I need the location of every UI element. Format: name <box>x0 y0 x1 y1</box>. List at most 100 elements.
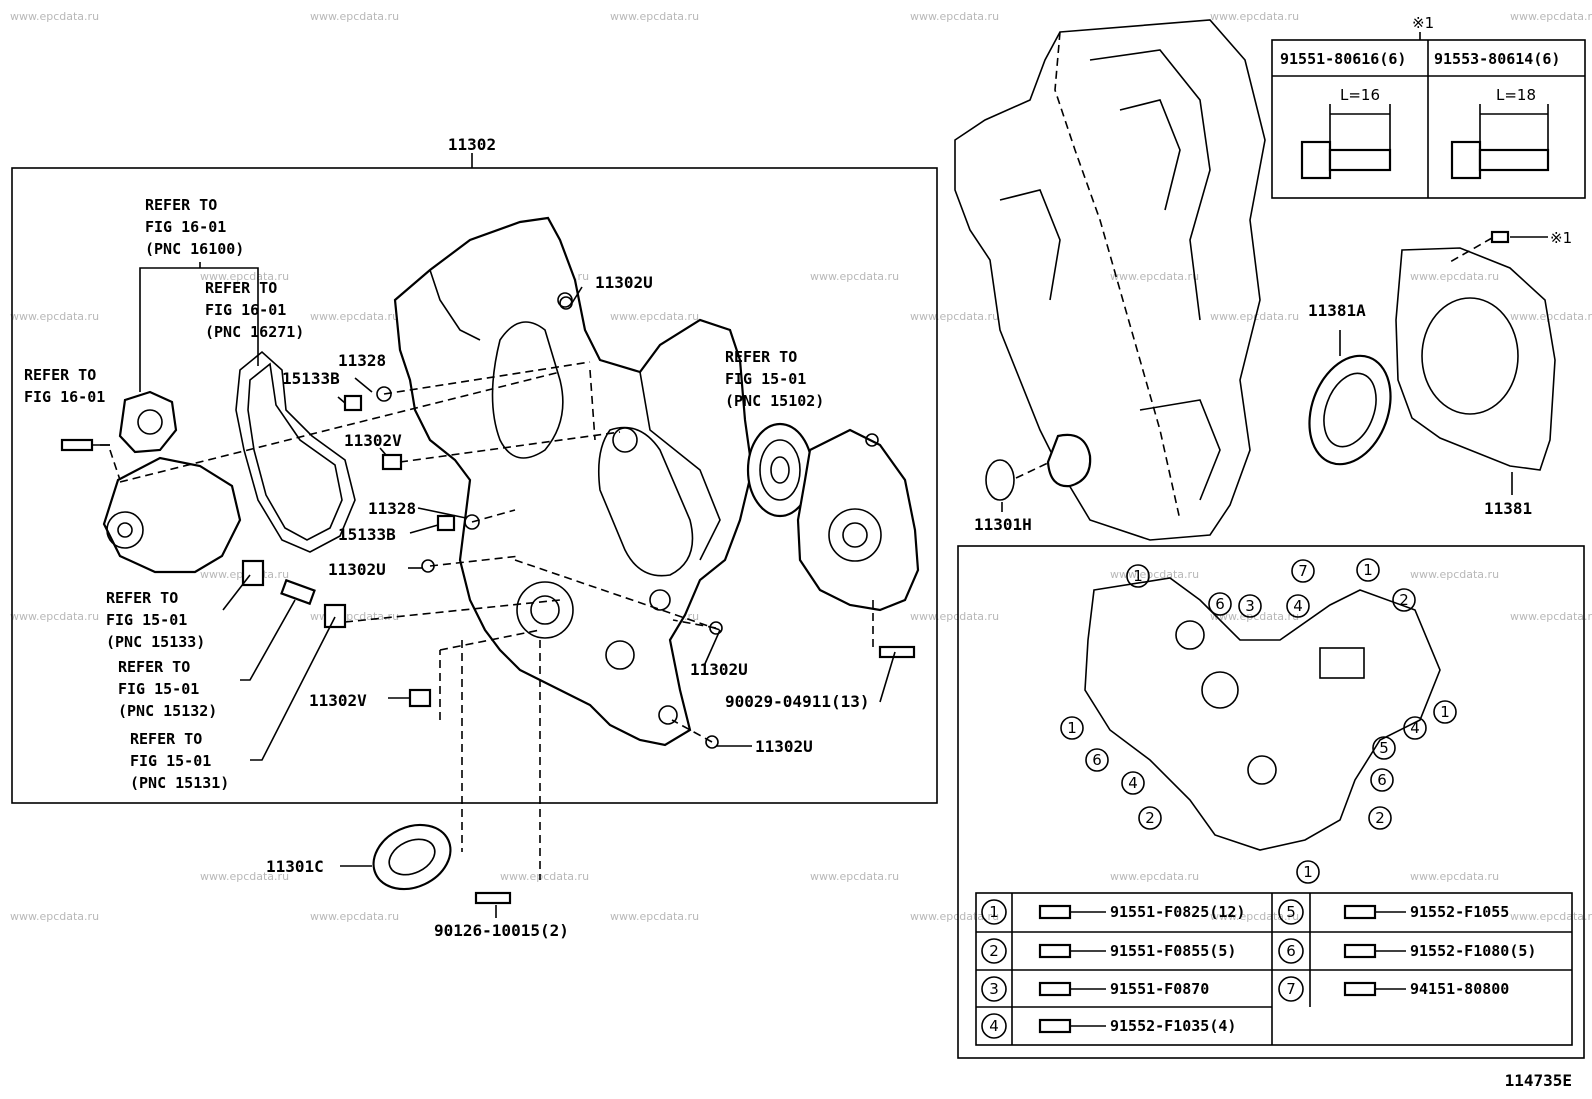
legend-part-number[interactable]: 91552-F1035(4) <box>1110 1017 1236 1035</box>
callout-circle[interactable] <box>1286 594 1310 618</box>
label-11302U-mid[interactable]: 11302U <box>328 560 386 579</box>
callout-circle[interactable] <box>1060 716 1084 740</box>
label-90029[interactable]: 90029-04911(13) <box>725 692 870 711</box>
label-11302V-b[interactable]: 11302V <box>309 691 367 710</box>
callout-circle[interactable] <box>1208 592 1232 616</box>
ref-15102-line1[interactable]: REFER TO <box>725 348 797 366</box>
ref-15133-line2[interactable]: FIG 15-01 <box>106 611 187 629</box>
callout-circle[interactable] <box>1403 716 1427 740</box>
watermark: www.epcdata.ru <box>1410 568 1499 581</box>
label-11301C[interactable]: 11301C <box>266 857 324 876</box>
legend-callout-number: 3 <box>989 980 999 998</box>
bolt-90029 <box>878 645 916 659</box>
label-11302V-a[interactable]: 11302V <box>344 431 402 450</box>
callout-circle[interactable] <box>1121 771 1145 795</box>
callout-circle[interactable] <box>1370 768 1394 792</box>
ref-16100-line3[interactable]: (PNC 16100) <box>145 240 244 258</box>
ref-15132-line1[interactable]: REFER TO <box>118 658 190 676</box>
bolt-table-length-1: L=16 <box>1340 86 1380 104</box>
ref-15131-line2[interactable]: FIG 15-01 <box>130 752 211 770</box>
legend-part-number[interactable]: 91551-F0870 <box>1110 980 1209 998</box>
ref-15131-line1[interactable]: REFER TO <box>130 730 202 748</box>
seal-11301H <box>985 459 1015 501</box>
legend-callout-circle <box>981 899 1007 925</box>
label-11381A[interactable]: 11381A <box>1308 301 1366 320</box>
legend-callout-circle <box>981 938 1007 964</box>
ref-16271-line3[interactable]: (PNC 16271) <box>205 323 304 341</box>
ref-16100-line1[interactable]: REFER TO <box>145 196 217 214</box>
callout-circle[interactable] <box>1356 558 1380 582</box>
seal-11381A <box>1308 354 1392 466</box>
ref-wp-bolt-line1[interactable]: REFER TO <box>24 366 96 384</box>
callout-number: 1 <box>1067 719 1077 737</box>
watermark: www.epcdata.ru <box>1410 870 1499 883</box>
callout-circle[interactable] <box>1372 736 1396 760</box>
callout-number: 2 <box>1375 809 1385 827</box>
label-11302U-right[interactable]: 11302U <box>690 660 748 679</box>
ref-16271-line2[interactable]: FIG 16-01 <box>205 301 286 319</box>
callout-circle[interactable] <box>1085 748 1109 772</box>
watermark: www.epcdata.ru <box>310 610 399 623</box>
callout-circle[interactable] <box>1368 806 1392 830</box>
label-11302U-bottom[interactable]: 11302U <box>755 737 813 756</box>
legend-part-number[interactable]: 94151-80800 <box>1410 980 1509 998</box>
ref-16100-line2[interactable]: FIG 16-01 <box>145 218 226 236</box>
callout-number: 6 <box>1092 751 1102 769</box>
watermark: www.epcdata.ru <box>200 870 289 883</box>
callout-number: 1 <box>1303 863 1313 881</box>
label-11301H[interactable]: 11301H <box>974 515 1032 534</box>
retainer-bolt-mark: ※1 <box>1550 229 1572 247</box>
ref-15132-line3[interactable]: (PNC 15132) <box>118 702 217 720</box>
legend-callout-number: 7 <box>1286 980 1296 998</box>
legend-callout-number: 5 <box>1286 903 1296 921</box>
watermark: www.epcdata.ru <box>1510 310 1592 323</box>
ref-16271-line1[interactable]: REFER TO <box>205 279 277 297</box>
watermark: www.epcdata.ru <box>910 610 999 623</box>
bolt-location-panel <box>957 545 1585 1059</box>
label-11381[interactable]: 11381 <box>1484 499 1532 518</box>
legend-callout-circle <box>981 976 1007 1002</box>
watermark: www.epcdata.ru <box>10 910 99 923</box>
label-11302[interactable]: 11302 <box>448 135 496 154</box>
ref-15133-line1[interactable]: REFER TO <box>106 589 178 607</box>
callout-circle[interactable] <box>1238 594 1262 618</box>
watermark: www.epcdata.ru <box>1410 270 1499 283</box>
watermark: www.epcdata.ru <box>1110 270 1199 283</box>
ref-15131-line3[interactable]: (PNC 15131) <box>130 774 229 792</box>
ref-15132-line2[interactable]: FIG 15-01 <box>118 680 199 698</box>
ref-15102-line2[interactable]: FIG 15-01 <box>725 370 806 388</box>
label-15133B-a[interactable]: 15133B <box>282 369 340 388</box>
callout-circle[interactable] <box>1433 700 1457 724</box>
label-11328-a[interactable]: 11328 <box>338 351 386 370</box>
callout-legend <box>975 892 1573 1046</box>
ref-15102-line3[interactable]: (PNC 15102) <box>725 392 824 410</box>
label-90126[interactable]: 90126-10015(2) <box>434 921 569 940</box>
legend-part-number[interactable]: 91551-F0825(12) <box>1110 903 1245 921</box>
callout-circle[interactable] <box>1138 806 1162 830</box>
label-15133B-b[interactable]: 15133B <box>338 525 396 544</box>
callout-number: 4 <box>1293 597 1303 615</box>
ref-wp-bolt-line2[interactable]: FIG 16-01 <box>24 388 105 406</box>
legend-callout-number: 4 <box>989 1017 999 1035</box>
legend-part-number[interactable]: 91552-F1080(5) <box>1410 942 1536 960</box>
label-11302U-top[interactable]: 11302U <box>595 273 653 292</box>
watermark: www.epcdata.ru <box>1510 10 1592 23</box>
timing-cover-drawing <box>393 216 754 747</box>
bolt-icon <box>1343 981 1377 997</box>
bolt-table-part-1[interactable]: 91551-80616(6) <box>1280 50 1406 68</box>
oil-pump-body-drawing <box>796 428 920 612</box>
bolt-table-part-2[interactable]: 91553-80614(6) <box>1434 50 1560 68</box>
callout-circle[interactable] <box>1392 588 1416 612</box>
callout-circle[interactable] <box>1296 860 1320 884</box>
callout-circle[interactable] <box>1126 564 1150 588</box>
callout-circle[interactable] <box>1291 559 1315 583</box>
ref-15133-line3[interactable]: (PNC 15133) <box>106 633 205 651</box>
legend-part-number[interactable]: 91552-F1055 <box>1410 903 1509 921</box>
label-11328-b[interactable]: 11328 <box>368 499 416 518</box>
watermark: www.epcdata.ru <box>610 310 699 323</box>
watermark: www.epcdata.ru <box>1510 610 1592 623</box>
legend-part-number[interactable]: 91551-F0855(5) <box>1110 942 1236 960</box>
